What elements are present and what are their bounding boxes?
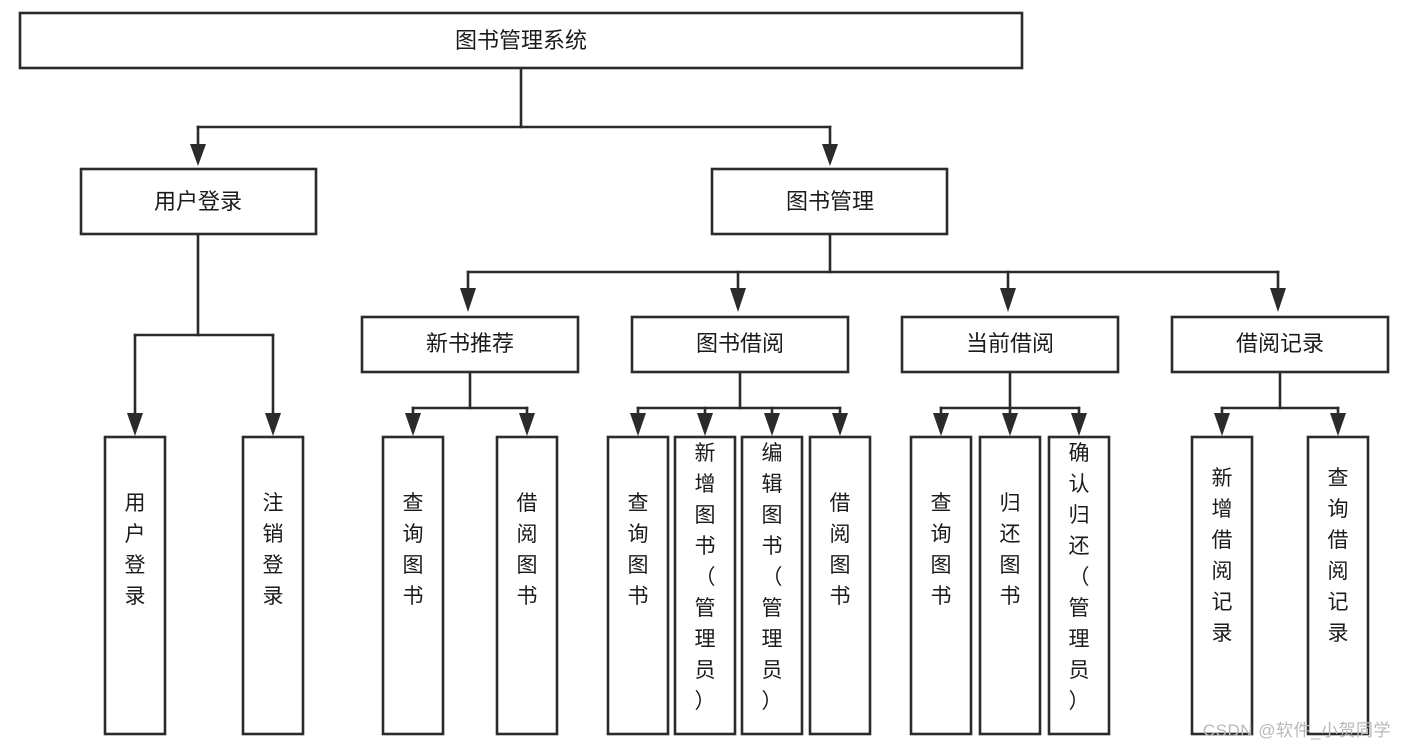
node-user-login[interactable]: 用户登录 [79,167,318,236]
node-leaf-edit-book-box[interactable] [740,435,804,736]
node-book-borrow-box[interactable] [630,315,850,374]
node-leaf-user-login-box[interactable] [103,435,167,736]
arrow-head-leaf-confirm-return [1071,413,1087,436]
arrow-head-leaf-borrow-book-1 [519,413,535,436]
node-leaf-query-book-1-box[interactable] [381,435,445,736]
arrow-head-leaf-query-record [1330,413,1346,436]
node-book-borrow-label: 图书借阅 [696,331,784,356]
node-borrow-record[interactable]: 借阅记录 [1170,315,1390,374]
node-leaf-query-book-3-box[interactable] [909,435,973,736]
node-leaf-query-book-1-label: 查询图书 [403,492,424,608]
node-user-login-label: 用户登录 [154,189,242,214]
node-leaf-add-record-box[interactable] [1190,435,1254,736]
node-leaf-confirm-return-box[interactable] [1047,435,1111,736]
node-borrow-record-label: 借阅记录 [1236,331,1324,356]
node-leaf-logout-login-label: 注销登录 [263,492,284,608]
arrow-head-leaf-add-book [697,413,713,436]
node-root-label: 图书管理系统 [455,28,587,53]
connector-group-root-to-level2 [190,66,838,166]
node-new-book-recommend[interactable]: 新书推荐 [360,315,580,374]
node-book-management-box[interactable] [710,167,949,236]
node-leaf-borrow-book-1-label: 借阅图书 [517,492,538,608]
node-current-borrow-box[interactable] [900,315,1120,374]
node-leaf-confirm-return-label: 确认归还（管理员） [1069,442,1090,713]
node-current-borrow[interactable]: 当前借阅 [900,315,1120,374]
node-user-login-box[interactable] [79,167,318,236]
arrow-head-leaf-query-book-1 [405,413,421,436]
connector-group-book-management-to-level3 [460,232,1286,312]
arrow-head-leaf-query-book-3 [933,413,949,436]
node-leaf-add-book-label: 新增图书（管理员） [695,442,716,713]
node-leaf-query-record-label: 查询借阅记录 [1328,467,1349,645]
node-root-box[interactable] [18,11,1024,70]
node-leaf-query-record-box[interactable] [1306,435,1370,736]
node-leaf-logout-login[interactable]: 注销登录 [241,435,305,736]
node-leaf-query-book-2-box[interactable] [606,435,670,736]
arrow-head-user-login [190,144,206,166]
connector-group-borrow-record-to-leaves [1214,370,1346,436]
arrow-head-leaf-edit-book [764,413,780,436]
node-leaf-user-login-label: 用户登录 [125,492,146,608]
node-leaf-query-book-3[interactable]: 查询图书 [909,435,973,736]
node-book-borrow[interactable]: 图书借阅 [630,315,850,374]
node-leaf-query-book-3-label: 查询图书 [931,492,952,608]
arrow-head-current-borrow [1000,288,1016,312]
node-leaf-add-record[interactable]: 新增借阅记录 [1190,435,1254,736]
node-leaf-query-book-2-label: 查询图书 [628,492,649,608]
node-leaf-add-book[interactable]: 新增图书（管理员） [673,435,737,736]
node-new-book-recommend-box[interactable] [360,315,580,374]
connector-group-current-borrow-to-leaves [933,370,1087,436]
arrow-head-book-borrow [730,288,746,312]
arrow-head-leaf-user-login [127,413,143,436]
node-new-book-recommend-label: 新书推荐 [426,331,514,356]
node-leaf-query-record[interactable]: 查询借阅记录 [1306,435,1370,736]
connector-group-user-login-to-leaves [127,232,281,436]
node-leaf-logout-login-box[interactable] [241,435,305,736]
arrow-head-leaf-borrow-book-2 [832,413,848,436]
node-book-management-label: 图书管理 [786,189,874,214]
node-leaf-return-book[interactable]: 归还图书 [978,435,1042,736]
node-leaf-user-login[interactable]: 用户登录 [103,435,167,736]
arrow-head-leaf-query-book-2 [630,413,646,436]
node-leaf-add-book-box[interactable] [673,435,737,736]
node-leaf-return-book-label: 归还图书 [1000,492,1021,608]
node-book-management[interactable]: 图书管理 [710,167,949,236]
node-leaf-borrow-book-2[interactable]: 借阅图书 [808,435,872,736]
node-current-borrow-label: 当前借阅 [966,331,1054,356]
connector-group-book-borrow-to-leaves [630,370,848,436]
arrow-head-leaf-logout-login [265,413,281,436]
arrow-head-book-management [822,144,838,166]
node-root[interactable]: 图书管理系统 [18,11,1024,70]
node-leaf-return-book-box[interactable] [978,435,1042,736]
arrow-head-new-book-recommend [460,288,476,312]
arrow-head-borrow-record [1270,288,1286,312]
node-leaf-query-book-1[interactable]: 查询图书 [381,435,445,736]
connector-group-new-book-recommend-to-leaves [405,370,535,436]
watermark: CSDN @软件_小贺同学 [1202,721,1391,740]
node-leaf-borrow-book-1-box[interactable] [495,435,559,736]
node-leaf-add-record-label: 新增借阅记录 [1212,467,1233,645]
node-leaf-borrow-book-2-box[interactable] [808,435,872,736]
arrow-head-leaf-return-book [1002,413,1018,436]
node-leaf-query-book-2[interactable]: 查询图书 [606,435,670,736]
node-borrow-record-box[interactable] [1170,315,1390,374]
node-leaf-confirm-return[interactable]: 确认归还（管理员） [1047,435,1111,736]
node-leaf-edit-book-label: 编辑图书（管理员） [762,442,783,713]
arrow-head-leaf-add-record [1214,413,1230,436]
node-leaf-edit-book[interactable]: 编辑图书（管理员） [740,435,804,736]
node-leaf-borrow-book-2-label: 借阅图书 [830,492,851,608]
node-leaf-borrow-book-1[interactable]: 借阅图书 [495,435,559,736]
